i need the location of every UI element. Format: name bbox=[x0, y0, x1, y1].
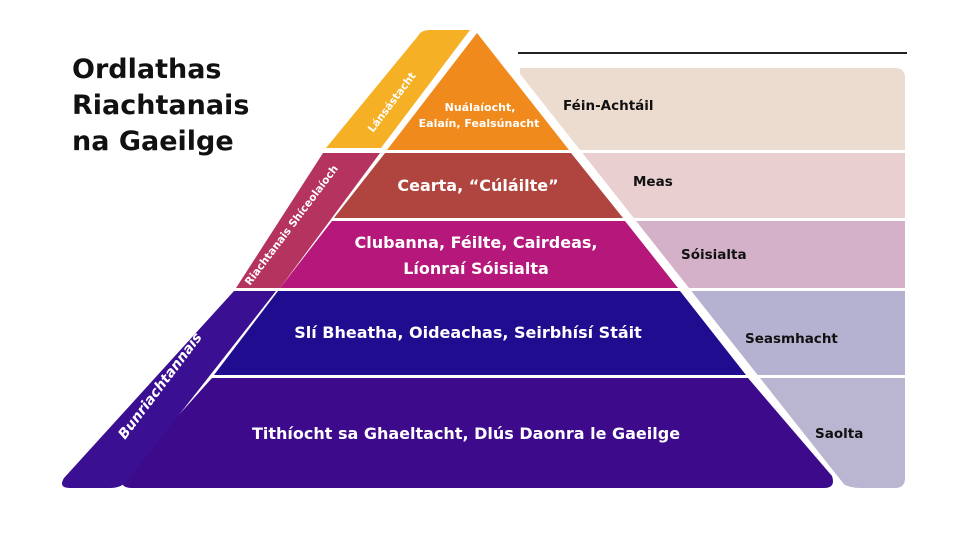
level-text: Líonraí Sóisialta bbox=[403, 259, 549, 278]
level-text: Clubanna, Féilte, Cairdeas, bbox=[355, 233, 598, 252]
level-text: Nuálaíocht, bbox=[445, 101, 516, 114]
group-strip-bunriachtannais bbox=[62, 291, 276, 488]
panel-label: Saolta bbox=[815, 426, 863, 442]
panel-label: Seasmhacht bbox=[745, 331, 838, 347]
title-line: Riachtanais bbox=[72, 90, 250, 121]
level-esteem bbox=[334, 153, 623, 218]
panel-label: Meas bbox=[633, 174, 673, 190]
diagram-title: Ordlathas Riachtanais na Gaeilge bbox=[72, 52, 249, 160]
level-text: Cearta, “Cúláilte” bbox=[397, 176, 558, 195]
title-line: Ordlathas bbox=[72, 54, 222, 85]
panel-label: Féin-Achtáil bbox=[563, 98, 654, 114]
level-text: Ealaín, Fealsúnacht bbox=[419, 117, 540, 130]
group-strip-lansastacht bbox=[326, 30, 470, 148]
panel-label: Sóisialta bbox=[681, 247, 747, 263]
level-self-actualisation bbox=[387, 33, 569, 150]
group-strip-riachtanais-shiceolaioch bbox=[236, 153, 380, 288]
panel-fein-achtail bbox=[520, 68, 905, 150]
level-social bbox=[280, 221, 678, 288]
level-physiological bbox=[122, 378, 833, 488]
title-line: na Gaeilge bbox=[72, 126, 234, 157]
level-safety bbox=[214, 291, 746, 375]
level-text: Tithíocht sa Ghaeltacht, Dlús Daonra le … bbox=[252, 424, 680, 443]
level-text: Slí Bheatha, Oideachas, Seirbhísí Stáit bbox=[294, 323, 642, 342]
